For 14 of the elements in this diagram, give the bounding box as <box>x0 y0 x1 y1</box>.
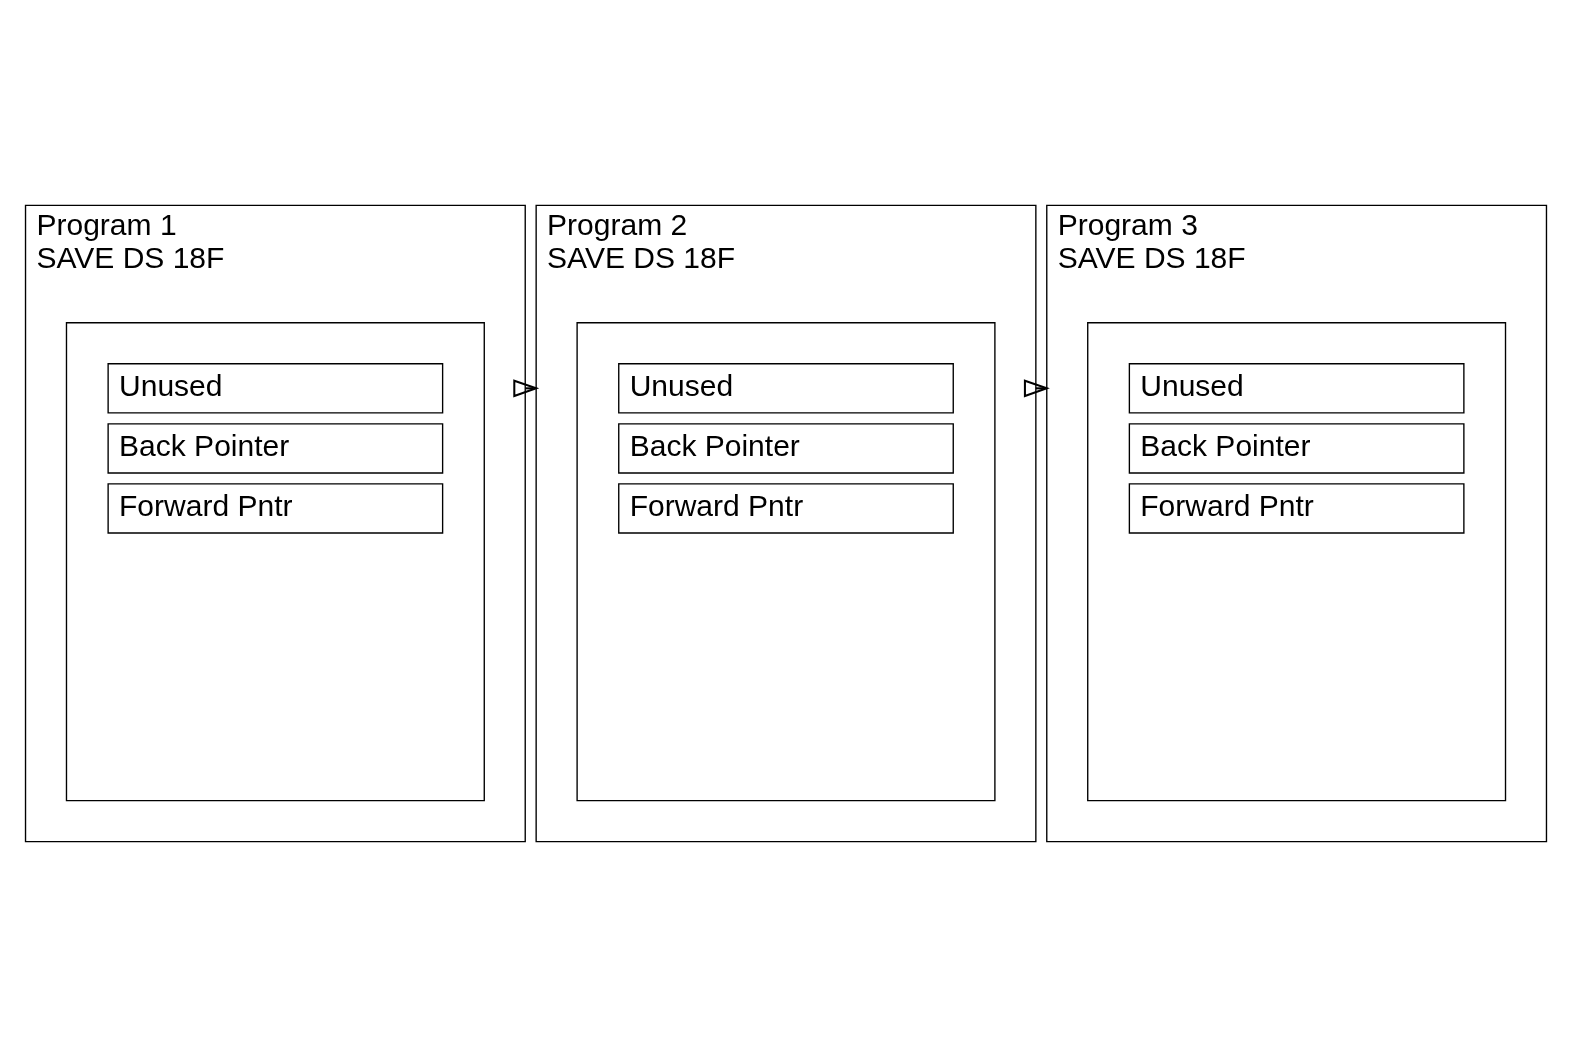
node-box: Unused <box>107 362 444 414</box>
node-box: Back Pointer <box>107 422 444 474</box>
cluster <box>576 321 996 801</box>
cluster <box>1087 321 1507 801</box>
node-box: Back Pointer <box>1128 422 1465 474</box>
node-box: Forward Pntr <box>107 482 444 534</box>
node-box: Unused <box>618 362 954 414</box>
node-box: Back Pointer <box>618 422 954 474</box>
arrow <box>513 378 540 397</box>
cluster <box>65 321 485 801</box>
node-box: Forward Pntr <box>618 482 954 534</box>
node-box: Forward Pntr <box>1128 482 1465 534</box>
node-box: Unused <box>1128 362 1465 414</box>
arrow <box>1023 378 1050 397</box>
